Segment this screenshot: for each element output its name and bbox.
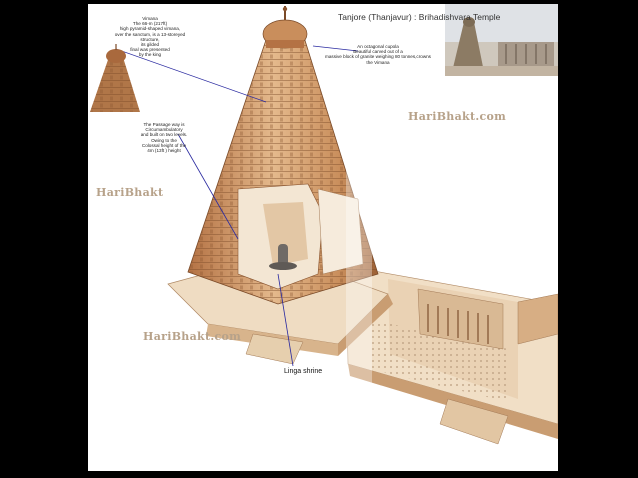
vimana-tower xyxy=(187,6,379,305)
vimana-annotation: Vimana The 66-m (217ft) high pyramid-sha… xyxy=(114,16,186,58)
temple-photo-thumbnail xyxy=(445,4,558,76)
slide-canvas: Tanjore (Thanjavur) : Brihadishvara Temp… xyxy=(88,4,558,471)
watermark-top-right: HariBhakt.com xyxy=(408,110,507,123)
cupola-annotation: An octagonal cupola Beautiful carved out… xyxy=(325,44,431,65)
mandapa-complex xyxy=(345,265,558,445)
callout-lines xyxy=(115,45,359,367)
linga-shrine-label: Linga shrine xyxy=(284,368,323,375)
vimana-thumbnail xyxy=(90,44,140,112)
watermark-bottom-left: HariBhakt.com xyxy=(143,330,242,343)
diagram-title: Tanjore (Thanjavur) : Brihadishvara Temp… xyxy=(338,12,501,22)
passage-annotation: The Passage way is Circumambulatory and … xyxy=(140,122,188,154)
watermark-left: HariBhakt xyxy=(96,186,164,199)
temple-cutaway-illustration xyxy=(90,4,558,445)
